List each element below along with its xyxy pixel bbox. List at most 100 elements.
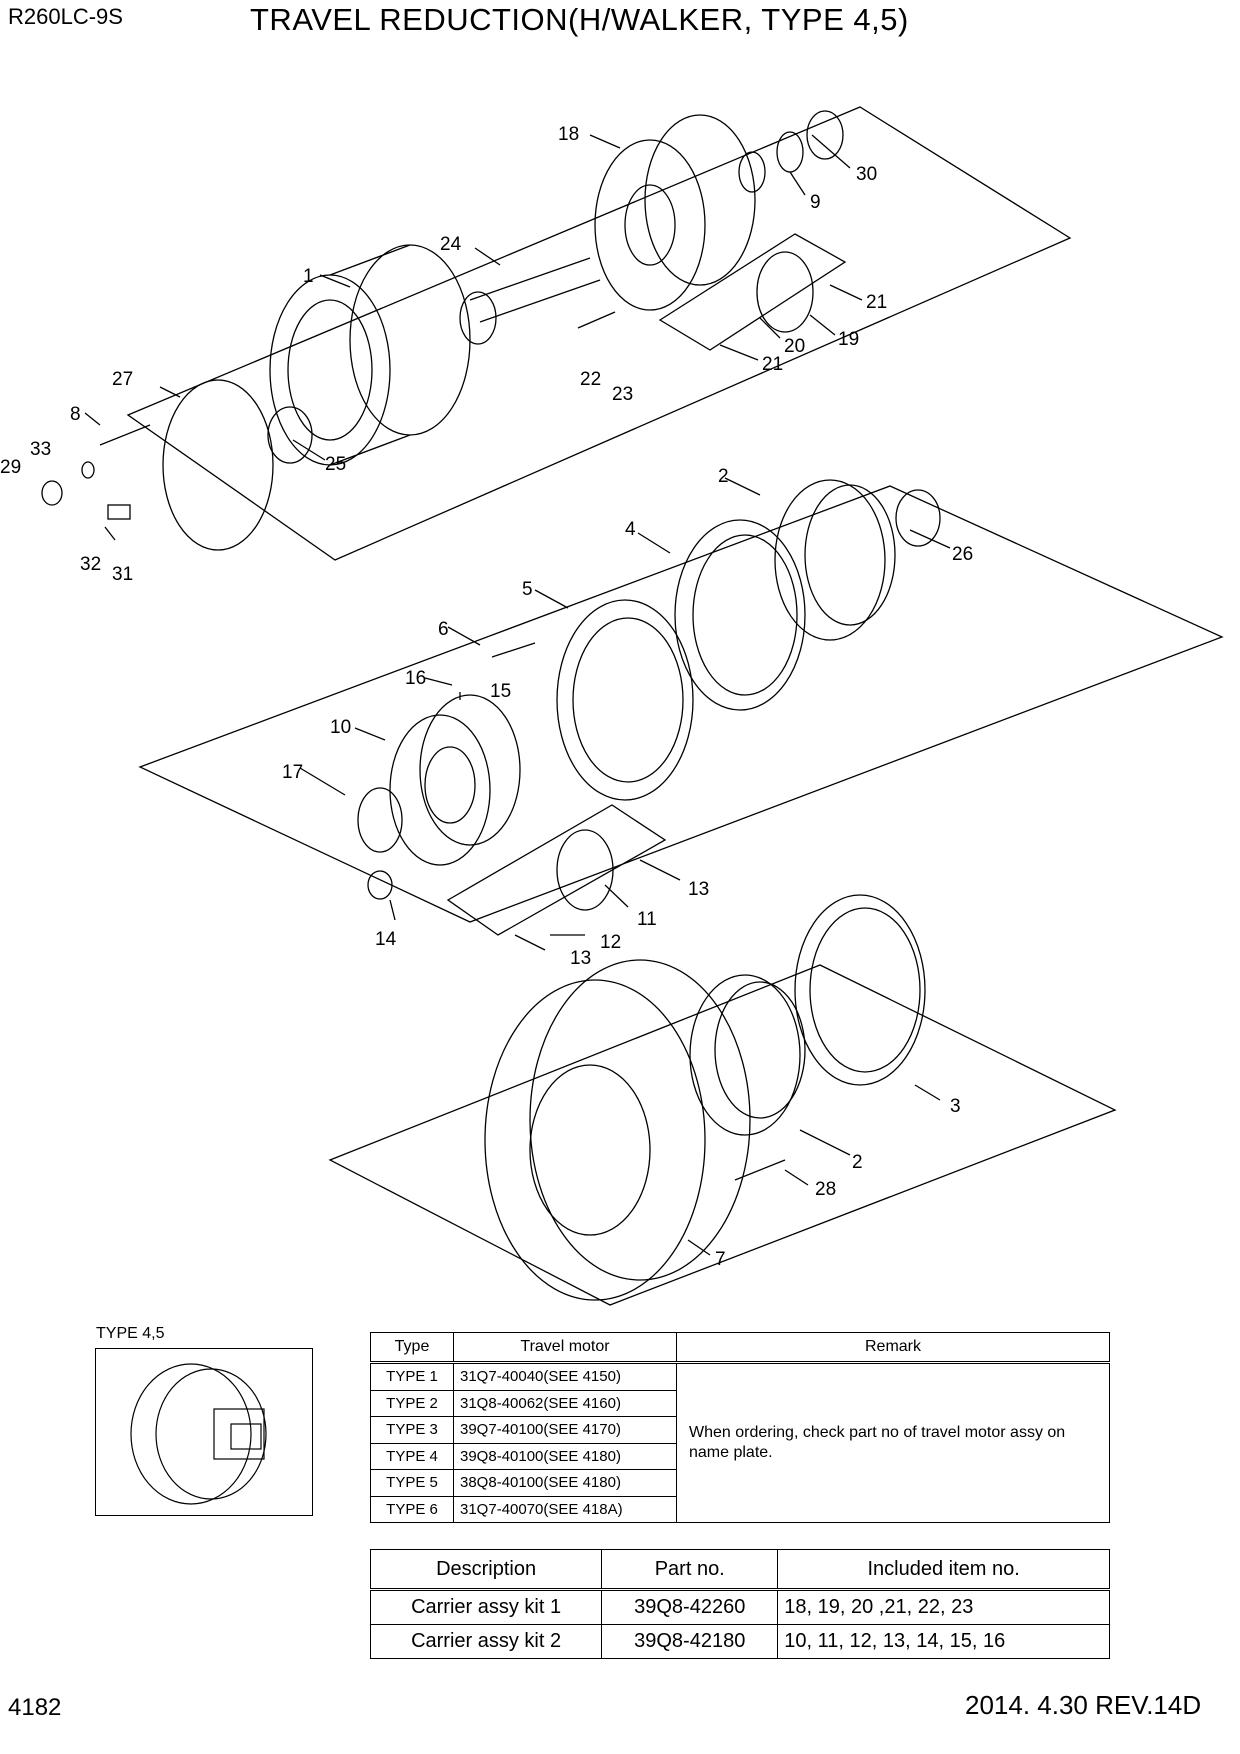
callout-12: 12 [600,932,621,953]
type-cell: TYPE 4 [370,1442,454,1470]
callout-29: 29 [0,457,21,478]
callout-22: 22 [580,369,601,390]
callout-23: 23 [612,384,633,405]
bolt-28 [734,1159,786,1181]
plug [41,480,63,506]
col-header-type: Type [370,1332,454,1364]
carrier [389,694,521,866]
name-plate [107,504,131,520]
callout-19: 19 [838,329,859,350]
middle-group-outline [138,485,1224,923]
callout-3: 3 [950,1096,961,1117]
callout-2b: 2 [852,1152,863,1173]
motor-cell: 39Q8-40100(SEE 4180) [453,1442,677,1470]
remark-cell: When ordering, check part no of travel m… [676,1362,1110,1523]
motor-cell: 38Q8-40100(SEE 4180) [453,1469,677,1497]
lower-group-outline [328,964,1117,1306]
upper-group-outline [126,106,1072,561]
callout-30: 30 [856,164,877,185]
callout-13a: 13 [688,879,709,900]
ring [674,519,806,711]
table-row: TYPE 1 31Q7-40040(SEE 4150) When orderin… [370,1362,1110,1523]
col-header-included-items: Included item no. [777,1549,1110,1591]
callout-9: 9 [810,192,821,213]
table-row: TYPE 5 38Q8-40100(SEE 4180) [370,1469,1110,1497]
callout-20: 20 [784,336,805,357]
included-items-cell: 18, 19, 20 ,21, 22, 23 [777,1589,1110,1625]
callout-13b: 13 [570,948,591,969]
description-cell: Carrier assy kit 2 [369,1624,603,1659]
floating-seal [794,894,926,1086]
motor-cell: 31Q7-40040(SEE 4150) [453,1362,677,1391]
callout-15: 15 [490,681,511,702]
motor-photo-frame [95,1348,313,1516]
callout-21a: 21 [866,292,887,313]
callout-25: 25 [325,454,346,475]
planetary-gear-11 [556,829,614,911]
collar [367,870,393,900]
callout-6: 6 [438,619,449,640]
callout-17: 17 [282,762,303,783]
bolt-8 [99,424,151,446]
callout-33: 33 [30,439,51,460]
description-cell: Carrier assy kit 1 [369,1589,603,1625]
callout-2a: 2 [718,466,729,487]
page-title: TRAVEL REDUCTION(H/WALKER, TYPE 4,5) [250,2,909,37]
drive-shaft [459,257,601,345]
col-header-description: Description [369,1549,603,1591]
planetary-gear-19 [756,251,814,333]
ring-gear-housing [269,244,471,466]
part-no-cell: 39Q8-42180 [601,1624,779,1659]
o-ring [81,461,95,479]
needle-bearing-9 [738,131,804,193]
callout-28: 28 [815,1179,836,1200]
type-cell: TYPE 5 [370,1469,454,1497]
hub [484,959,751,1301]
callout-10: 10 [330,717,351,738]
bearing-upper [774,479,896,641]
cap [895,489,941,547]
table-row: Carrier assy kit 1 39Q8-42260 18, 19, 20… [369,1589,1110,1625]
planet1-subgroup-outline [658,233,847,351]
pin-22 [577,311,616,329]
table-row: TYPE 4 39Q8-40100(SEE 4180) [370,1442,1110,1470]
travel-motor-type-table: Type Travel motor Remark TYPE 1 31Q7-400… [370,1332,1110,1523]
callout-26: 26 [952,544,973,565]
carrier-gear [594,114,756,311]
included-items-cell: 10, 11, 12, 13, 14, 15, 16 [777,1624,1110,1659]
callout-14: 14 [375,929,397,950]
bolt-6 [491,642,536,658]
callout-32: 32 [80,554,101,575]
callout-24: 24 [440,234,462,255]
callout-21b: 21 [762,354,783,375]
callout-16: 16 [405,668,426,689]
callout-8: 8 [70,404,81,425]
col-header-remark: Remark [676,1332,1110,1364]
exploded-view-diagram: 18 30 9 24 1 21 19 20 21 22 23 27 8 33 2… [0,106,1224,1306]
callout-11: 11 [637,909,657,930]
motor-photo-illustration [130,1363,267,1505]
type-cell: TYPE 2 [370,1389,454,1417]
type-cell: TYPE 3 [370,1416,454,1444]
type-cell: TYPE 6 [370,1495,454,1523]
sun-gear [357,787,403,853]
revision-date: 2014. 4.30 REV.14D [965,1690,1202,1720]
callout-7: 7 [715,1249,726,1270]
callout-31: 31 [112,564,133,585]
seal-plate [556,599,694,801]
table-row: TYPE 6 31Q7-40070(SEE 418A) [370,1495,1110,1523]
col-header-travel-motor: Travel motor [453,1332,677,1364]
kit-table: Description Part no. Included item no. C… [369,1549,1110,1659]
motor-cell: 39Q7-40100(SEE 4170) [453,1416,677,1444]
callout-4: 4 [625,519,636,540]
part-no-cell: 39Q8-42260 [601,1589,779,1625]
callout-5: 5 [522,579,533,600]
page-number: 4182 [8,1694,62,1721]
motor-cell: 31Q7-40070(SEE 418A) [453,1495,677,1523]
snap-ring [806,110,844,160]
motor-cell: 31Q8-40062(SEE 4160) [453,1389,677,1417]
type-section-label: TYPE 4,5 [96,1325,165,1342]
cover [162,379,274,551]
bearing-lower [689,974,806,1136]
type-cell: TYPE 1 [370,1362,454,1391]
